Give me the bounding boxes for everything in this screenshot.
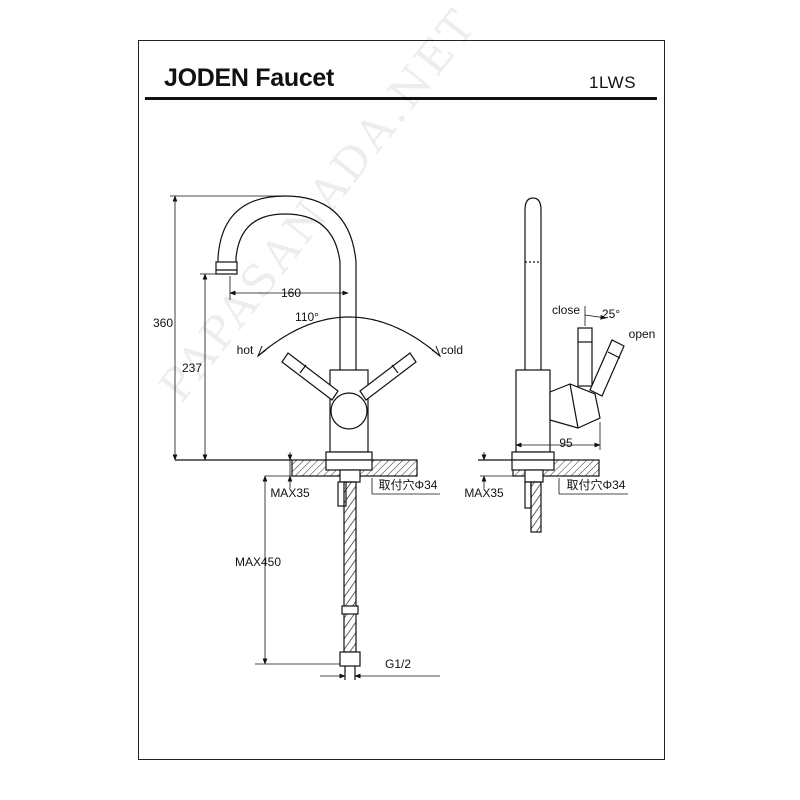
mount-hole-side: 取付穴Φ34 <box>567 477 626 492</box>
label-cold: cold <box>441 343 463 357</box>
front-view <box>175 195 442 680</box>
side-labels: close 25° open 95 MAX35 取付穴Φ34 <box>464 303 655 500</box>
lever-cold <box>359 352 417 401</box>
lever-hot <box>281 352 339 401</box>
dim-max-thickness-front: MAX35 <box>270 486 310 500</box>
dim-total-height: 360 <box>153 316 173 330</box>
side-lever-open <box>589 339 625 397</box>
dim-hose-length: MAX450 <box>235 555 281 569</box>
side-body <box>515 369 551 453</box>
mounting-shank <box>339 469 361 483</box>
side-spout <box>524 197 542 370</box>
thread-size: G1/2 <box>385 657 411 671</box>
front-dimensions <box>170 195 440 679</box>
hose-fitting <box>339 651 361 667</box>
page-title: JODEN Faucet <box>164 64 335 92</box>
dim-rotation-angle: 110° <box>295 310 319 324</box>
label-close: close <box>552 303 580 317</box>
title-rule <box>145 97 657 100</box>
label-hot: hot <box>237 343 254 357</box>
drawing-frame <box>138 40 665 760</box>
dim-spout-reach: 160 <box>281 286 301 300</box>
side-hose <box>530 481 542 533</box>
dim-max-thickness-side: MAX35 <box>464 486 504 500</box>
dim-lever-angle: 25° <box>602 307 620 321</box>
lever-hub <box>330 392 368 430</box>
faucet-base <box>325 451 373 461</box>
side-dimensions <box>480 306 628 495</box>
side-view <box>478 197 625 533</box>
model-code: 1LWS <box>589 73 637 92</box>
mount-hole-front: 取付穴Φ34 <box>379 477 438 492</box>
label-open: open <box>629 327 656 341</box>
dim-depth: 95 <box>559 436 573 450</box>
dim-spout-height: 237 <box>182 361 202 375</box>
spout-outlet <box>215 261 238 275</box>
front-labels: 360 237 160 110° hot cold MAX35 取付穴Φ34 M… <box>153 286 463 671</box>
supply-hose <box>343 481 357 653</box>
side-lever-close <box>577 327 593 387</box>
